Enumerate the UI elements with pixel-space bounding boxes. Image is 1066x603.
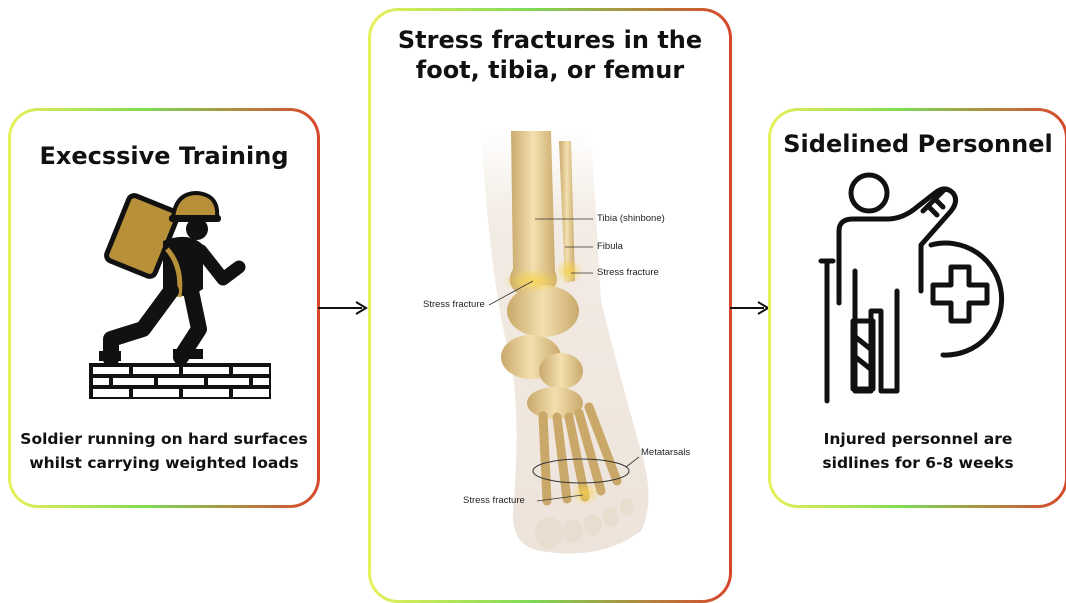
excessive-training-card: Execssive Training xyxy=(8,108,320,508)
stress-fracture-label-left: Stress fracture xyxy=(423,299,485,310)
arrow-right-icon xyxy=(318,300,370,316)
foot-anatomy-illustration xyxy=(451,121,711,581)
stress-fracture-label-right: Stress fracture xyxy=(597,267,659,278)
caption-line: Soldier running on hard surfaces xyxy=(11,427,317,451)
stress-fractures-title: Stress fractures in the foot, tibia, or … xyxy=(371,25,729,85)
soldier-running-icon xyxy=(71,179,271,399)
stress-fractures-card: Stress fractures in the foot, tibia, or … xyxy=(368,8,732,603)
sidelined-personnel-caption: Injured personnel are sidlines for 6-8 w… xyxy=(771,427,1065,475)
metatarsals-label: Metatarsals xyxy=(641,447,690,458)
fibula-label: Fibula xyxy=(597,241,623,252)
title-line: foot, tibia, or femur xyxy=(371,55,729,85)
title-line: Stress fractures in the xyxy=(371,25,729,55)
caption-line: sidlines for 6-8 weeks xyxy=(771,451,1065,475)
excessive-training-caption: Soldier running on hard surfaces whilst … xyxy=(11,427,317,475)
stress-fracture-label-foot: Stress fracture xyxy=(463,495,525,506)
sidelined-personnel-title: Sidelined Personnel xyxy=(771,129,1065,159)
caption-line: Injured personnel are xyxy=(771,427,1065,451)
tibia-label: Tibia (shinbone) xyxy=(597,213,665,224)
injured-person-medical-cross-icon xyxy=(817,171,1027,411)
sidelined-personnel-card: Sidelined Personnel xyxy=(768,108,1066,508)
caption-line: whilst carrying weighted loads xyxy=(11,451,317,475)
excessive-training-title: Execssive Training xyxy=(11,141,317,171)
arrow-right-icon xyxy=(730,300,770,316)
